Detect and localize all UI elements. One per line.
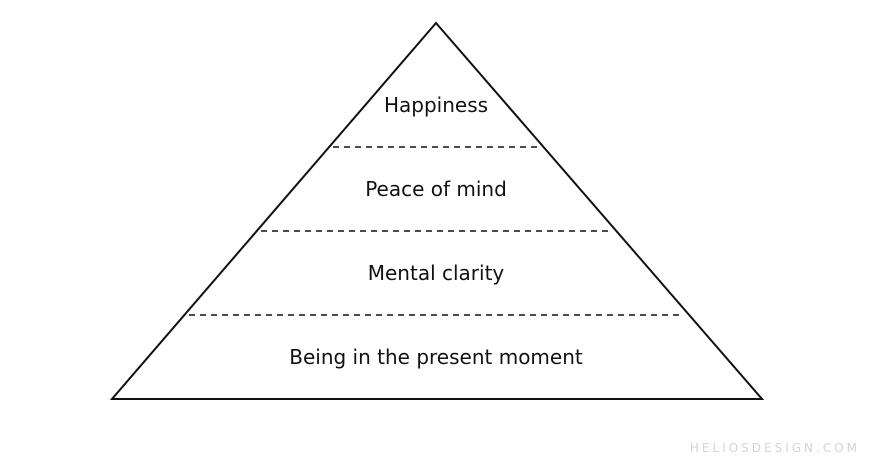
level-label-peace-of-mind: Peace of mind — [365, 177, 507, 201]
pyramid-outline — [109, 21, 765, 400]
level-label-mental-clarity: Mental clarity — [368, 261, 505, 285]
level-label-present-moment: Being in the present moment — [289, 345, 583, 369]
watermark-text: HELIOSDESIGN.COM — [690, 441, 860, 455]
level-label-happiness: Happiness — [384, 93, 488, 117]
